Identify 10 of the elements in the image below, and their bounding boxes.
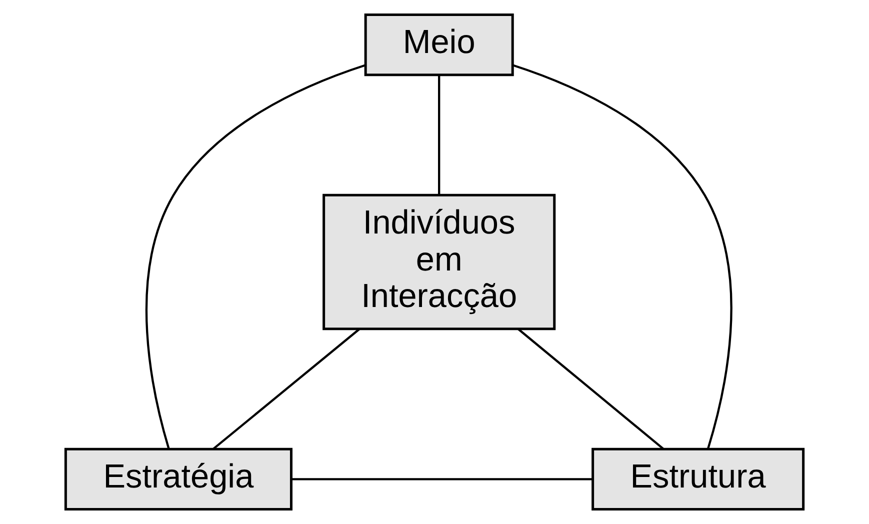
connector [512,64,732,449]
connector [438,75,440,196]
node-box: Estratégia [64,448,292,511]
connector [145,64,366,449]
node-box: Estrutura [592,448,805,511]
connector [292,478,592,480]
node-box: Meio [364,13,514,76]
connector [518,328,664,450]
node-box: Indivíduos em Interacção [322,194,556,330]
connector [212,328,360,450]
